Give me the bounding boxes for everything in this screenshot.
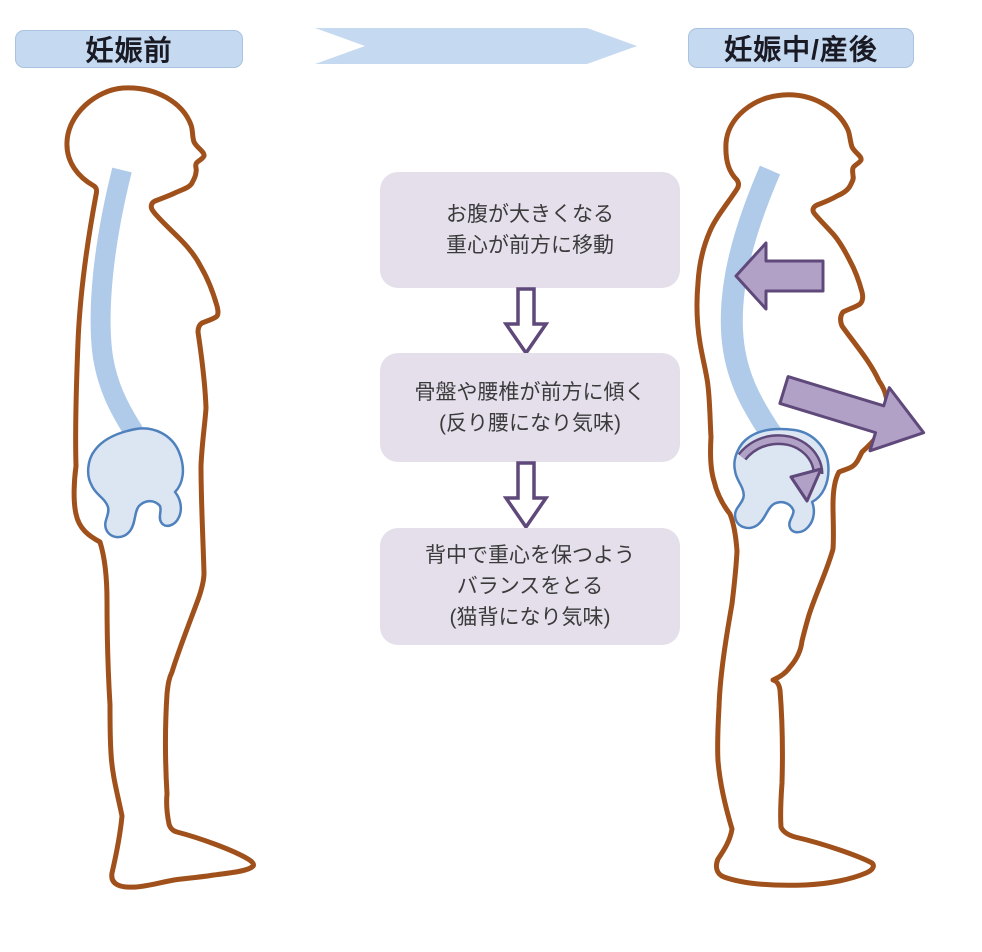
spine-band [720,165,782,442]
flow-step-3-line-1: 背中で重心を保つよう [425,544,635,567]
transition-right-arrow-shape [315,28,637,64]
flow-step-2-line-2: (反り腰になり気味) [439,411,621,435]
down-arrow-shape [503,287,549,357]
figure-during-after-pregnancy [694,92,926,888]
flow-step-1: お腹が大きくなる 重心が前方に移動 [380,172,680,288]
label-during-after-pregnancy-text: 妊娠中/産後 [724,34,878,65]
flow-step-2: 骨盤や腰椎が前方に傾く (反り腰になり気味) [380,353,680,462]
flow-step-1-line-1: お腹が大きくなる [446,203,614,226]
pelvis-rotation-arrowhead-icon [789,467,823,503]
spine-band [90,167,143,438]
figure-before-pregnancy [64,85,256,890]
pelvis-rotation-arrow-icon [739,436,821,475]
down-arrow-shape [503,461,549,531]
flow-step-1-line-2: 重心が前方に移動 [446,234,614,257]
pelvis-bone [86,427,185,539]
down-arrow-icon [503,461,549,531]
flow-step-3-line-2: バランスをとる [456,575,604,598]
transition-right-arrow-icon [315,28,637,64]
flow-step-2-line-1: 骨盤や腰椎が前方に傾く [414,380,646,404]
body-outline [64,85,256,890]
down-arrow-icon [503,287,549,357]
flow-step-3-line-3: (猫背になり気味) [449,606,611,629]
label-before-pregnancy-text: 妊娠前 [85,35,173,66]
backward-shift-arrow-icon [734,241,825,311]
label-before-pregnancy: 妊娠前 [15,30,243,68]
body-outline [694,92,890,888]
label-during-after-pregnancy: 妊娠中/産後 [688,28,914,68]
flow-step-3: 背中で重心を保つよう バランスをとる (猫背になり気味) [380,528,680,645]
forward-shift-arrow-icon [778,375,926,453]
